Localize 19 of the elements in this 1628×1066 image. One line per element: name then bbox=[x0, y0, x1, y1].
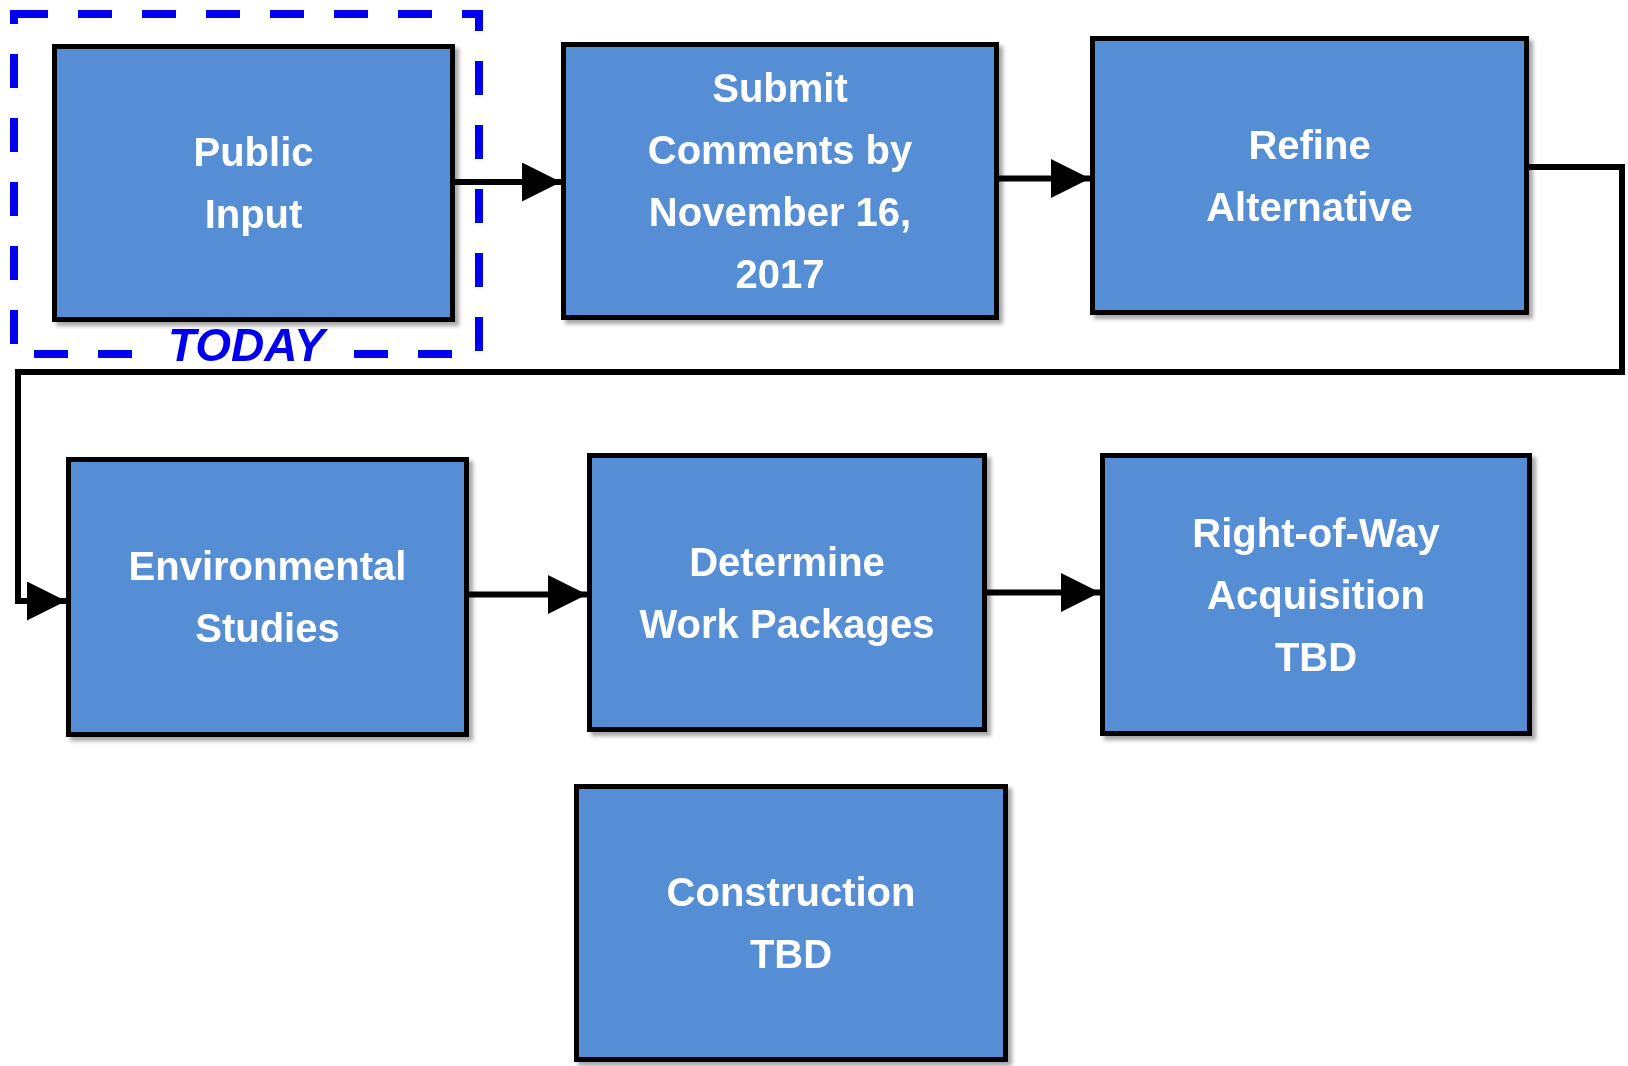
process-box bbox=[66, 457, 469, 737]
arrow bbox=[987, 573, 1100, 612]
arrow bbox=[455, 162, 561, 202]
box-label: Construction TBD bbox=[665, 869, 917, 978]
arrow bbox=[469, 575, 587, 614]
box-label: Submit Comments by November 16, 2017 bbox=[646, 65, 914, 298]
box-label: Right-of-Way Acquisition TBD bbox=[1191, 509, 1441, 681]
arrow bbox=[999, 159, 1090, 198]
process-box bbox=[587, 453, 987, 732]
box-label: Environmental Studies bbox=[127, 543, 408, 652]
process-box bbox=[1100, 453, 1532, 736]
process-box bbox=[52, 44, 455, 322]
process-box bbox=[574, 784, 1008, 1062]
box-label: Determine Work Packages bbox=[638, 538, 936, 648]
box-label: Refine Alternative bbox=[1205, 121, 1414, 231]
box-label: Public Input bbox=[192, 129, 315, 238]
process-box bbox=[1090, 36, 1529, 315]
process-box bbox=[561, 42, 999, 320]
arrow bbox=[15, 164, 1625, 621]
